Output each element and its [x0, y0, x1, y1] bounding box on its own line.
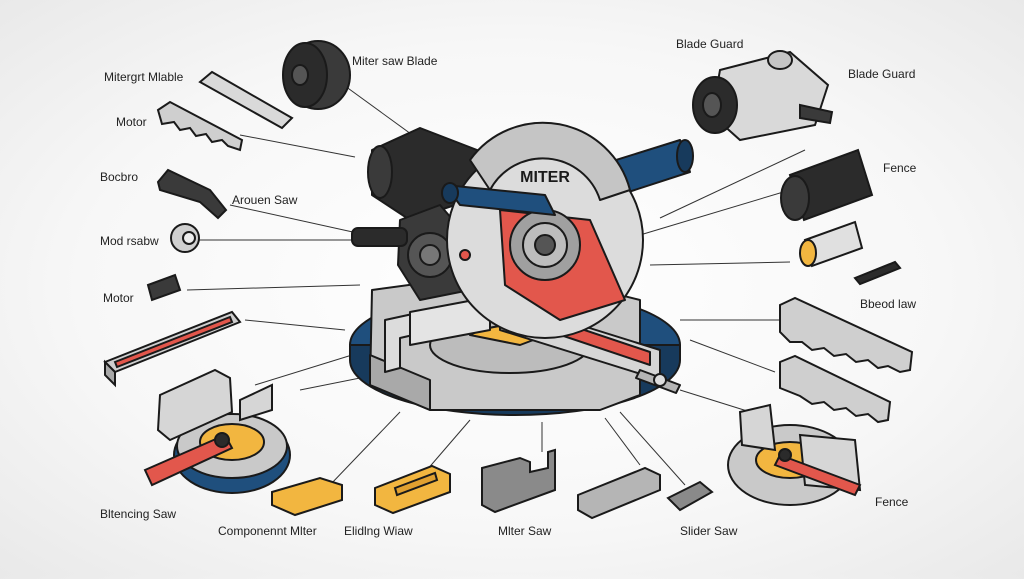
part-left-turntable	[143, 368, 291, 494]
label-mitergrt-mlable: Mitergrt Mlable	[104, 70, 184, 84]
part-black-roller	[780, 148, 874, 222]
part-gray-bar	[577, 466, 661, 520]
label-fence-bottom: Fence	[875, 495, 909, 509]
part-lever	[156, 168, 228, 220]
part-right-turntable	[727, 403, 862, 506]
part-toothed-bar	[156, 100, 244, 152]
part-small-cylinder	[799, 220, 864, 268]
part-flat-bar	[198, 70, 294, 130]
label-slider-saw: Slider Saw	[680, 524, 738, 538]
part-knob	[170, 223, 200, 253]
part-yellow-block-2	[374, 464, 451, 515]
part-saw-bar-2	[779, 354, 892, 424]
blade-housing-text: MITER	[520, 169, 570, 186]
label-bocbro: Bocbro	[100, 170, 139, 184]
part-red-rail	[103, 310, 242, 388]
label-component-miter: Componennt Mlter	[218, 524, 317, 538]
label-mod-rsabw: Mod rsabw	[100, 234, 159, 248]
part-pin	[853, 260, 902, 286]
label-motor-top: Motor	[116, 115, 147, 129]
part-small-wedge	[666, 480, 714, 512]
part-yellow-block-1	[271, 476, 343, 517]
label-fence-right: Fence	[883, 161, 917, 175]
part-black-cylinder	[282, 40, 351, 110]
label-miter-saw-blade: Miter saw Blade	[352, 54, 438, 68]
leader-lines	[186, 85, 806, 486]
part-bracket	[481, 448, 556, 514]
label-blade-guard-top: Blade Guard	[676, 37, 744, 51]
label-motor-mid: Motor	[103, 291, 134, 305]
part-small-block	[146, 273, 182, 302]
label-bbeod-law: Bbeod law	[860, 297, 917, 311]
part-saw-bar-1	[779, 296, 914, 374]
part-blade-guard-motor	[692, 50, 834, 142]
main-miter-saw: MITER	[349, 121, 694, 416]
label-elding-wiaw: Elidlng Wiaw	[344, 524, 413, 538]
label-blade-guard-right: Blade Guard	[848, 67, 916, 81]
label-blending-saw: Bltencing Saw	[100, 507, 177, 521]
label-arouen-saw: Arouen Saw	[232, 193, 298, 207]
label-miter-saw-bottom: Mlter Saw	[498, 524, 552, 538]
